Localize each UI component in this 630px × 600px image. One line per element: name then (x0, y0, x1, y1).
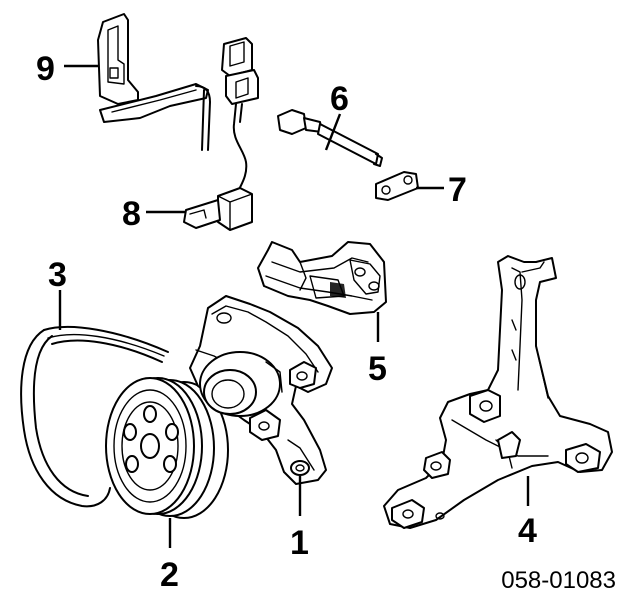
part-5-mount-bracket (257, 241, 387, 315)
leader-lines (58, 64, 530, 548)
callout-1: 1 (290, 524, 309, 562)
callout-7: 7 (448, 171, 467, 209)
callout-4: 4 (518, 512, 537, 550)
callout-8: 8 (122, 195, 141, 233)
callout-5: 5 (368, 350, 387, 388)
diagram-number: 058-01083 (501, 567, 616, 594)
part-2-pulley (105, 377, 229, 519)
callout-9: 9 (36, 50, 55, 88)
part-7-gasket (375, 171, 419, 201)
part-3-drive-belt (20, 325, 169, 508)
leader-6 (324, 113, 342, 151)
callout-2: 2 (160, 556, 179, 594)
part-4-support-bracket (383, 255, 613, 529)
part-9-bracket (97, 13, 211, 151)
part-1-tensioner (189, 295, 333, 485)
part-8-sensor-harness (183, 37, 259, 231)
callout-3: 3 (48, 256, 67, 294)
callout-labels: 9 6 7 8 3 5 1 4 2 (36, 50, 537, 594)
callout-6: 6 (330, 80, 349, 118)
